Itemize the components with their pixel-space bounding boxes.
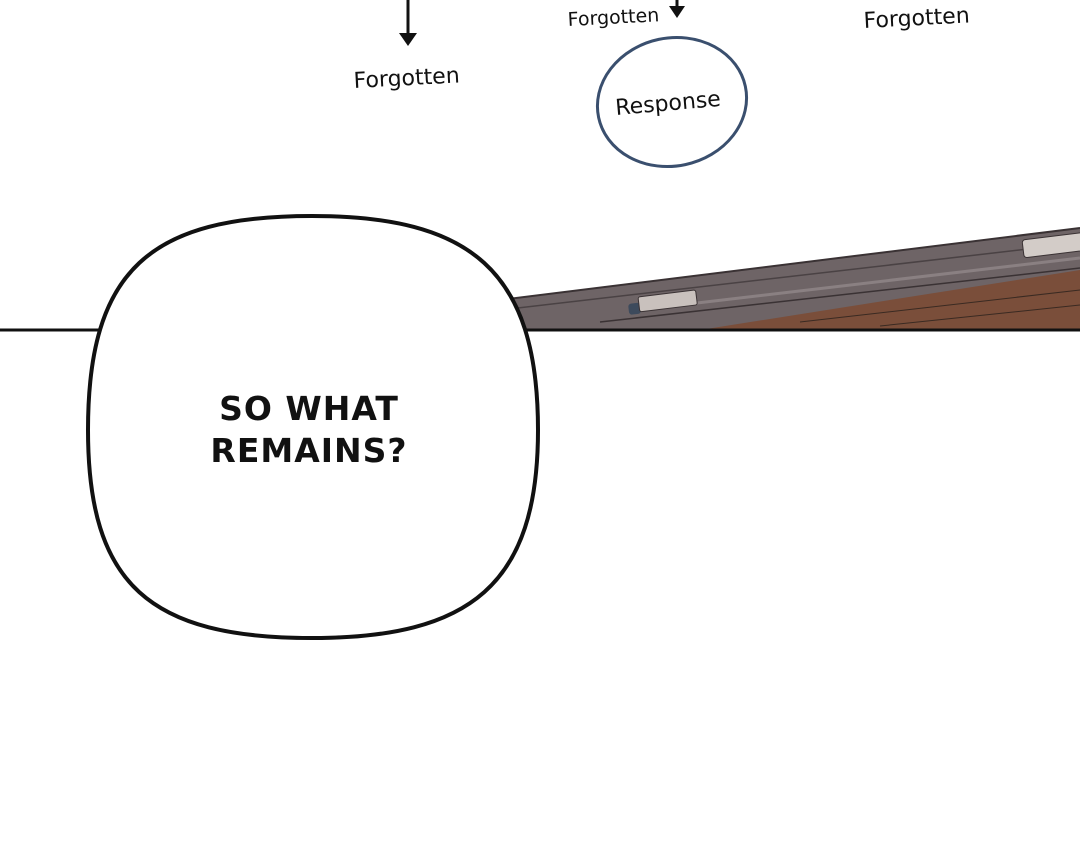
bubble-text-line: REMAINS? [210,431,407,470]
whiteboard-tray [499,227,1080,330]
speech-bubble [85,213,541,641]
whiteboard-label-response: Response [614,87,721,121]
whiteboard-label-forgotten: Forgotten [567,4,660,31]
whiteboard-label-forgotten: Forgotten [863,3,970,34]
whiteboard-label-forgotten: Forgotten [353,63,460,94]
eraser-icon [1021,231,1080,259]
response-circle [595,35,749,169]
arrow-down-icon [669,0,685,18]
marker-icon [628,289,698,315]
bubble-text-line: SO WHAT [219,389,399,428]
arrow-down-icon [399,0,417,46]
